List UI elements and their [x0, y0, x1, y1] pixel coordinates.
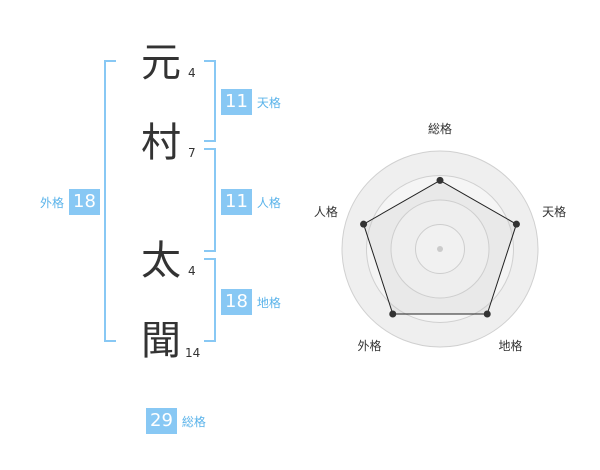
radar-point [360, 220, 368, 228]
radar-point [436, 176, 444, 184]
gaikaku-badge: 外格 18 [40, 189, 100, 215]
radar-center [437, 246, 443, 252]
tenkaku-badge: 11 天格 [221, 89, 281, 115]
radar-point [483, 310, 491, 318]
gaikaku-bracket [104, 60, 116, 342]
jinkaku-badge: 11 人格 [221, 189, 281, 215]
stroke-count-4: 14 [185, 346, 201, 360]
name-char-2: 村 [141, 120, 181, 166]
soukaku-label: 総格 [181, 414, 206, 429]
radar-shape [362, 179, 518, 315]
tenkaku-label: 天格 [256, 95, 281, 110]
soukaku-badge: 29 総格 [146, 408, 206, 434]
jinkaku-label: 人格 [256, 195, 281, 210]
radar-axis-label: 総格 [428, 121, 452, 136]
tenkaku-bracket [204, 60, 216, 142]
jinkaku-value: 11 [221, 189, 252, 215]
name-char-3: 太 [141, 238, 181, 284]
stroke-count-3: 4 [188, 264, 196, 278]
gaikaku-value: 18 [69, 189, 100, 215]
gaikaku-label: 外格 [40, 195, 65, 210]
chikaku-badge: 18 地格 [221, 289, 281, 315]
radar-axis-label: 人格 [314, 204, 338, 219]
tenkaku-value: 11 [221, 89, 252, 115]
radar-axis-label: 天格 [542, 204, 566, 219]
radar-axis-label: 外格 [357, 338, 381, 353]
stroke-count-2: 7 [188, 146, 196, 160]
soukaku-value: 29 [146, 408, 177, 434]
radar-axis-label: 地格 [499, 338, 523, 353]
jinkaku-bracket [204, 148, 216, 252]
name-char-1: 元 [141, 40, 181, 86]
radar-grid [341, 150, 539, 348]
radar-point [389, 310, 397, 318]
chikaku-bracket [204, 258, 216, 342]
radar-point [512, 220, 520, 228]
chikaku-value: 18 [221, 289, 252, 315]
name-char-4: 聞 [141, 318, 181, 364]
stroke-count-1: 4 [188, 66, 196, 80]
chikaku-label: 地格 [256, 295, 281, 310]
radar-points [360, 176, 520, 318]
